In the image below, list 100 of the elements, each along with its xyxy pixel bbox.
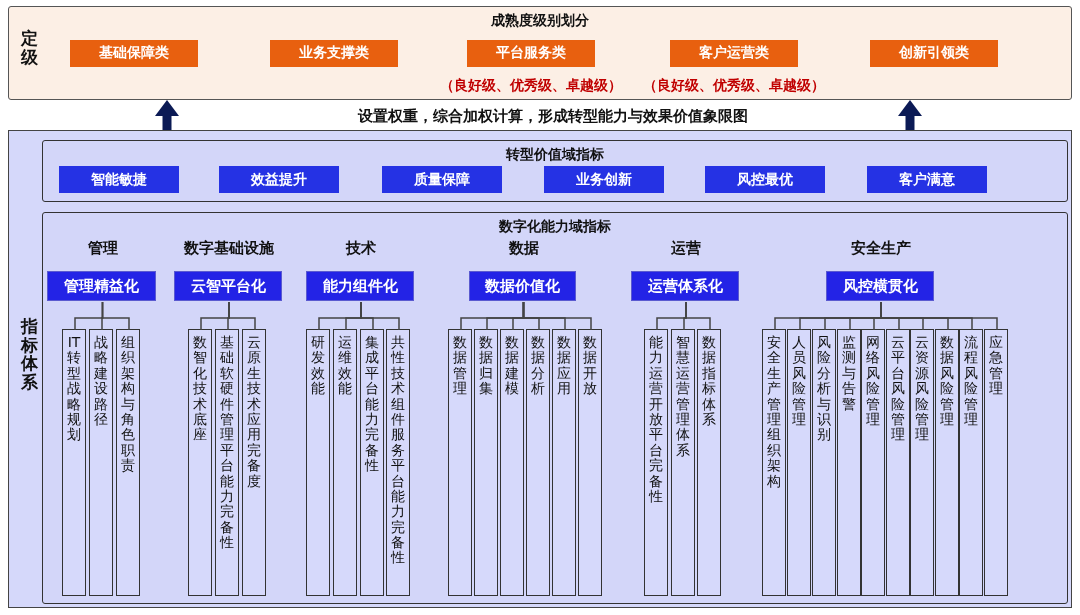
indicator-column [360, 329, 384, 596]
indicator-column [215, 329, 239, 596]
category-heading: 运营 [671, 239, 701, 258]
indicator-text: 网络风险管理 [866, 335, 880, 429]
value-indicator-box: 质量保障 [382, 166, 502, 193]
indicator-text: 流程风险管理 [964, 335, 978, 429]
category-heading: 数字基础设施 [184, 239, 274, 258]
indicator-text: 战略建设路径 [94, 335, 108, 429]
value-domain-panel [41, 139, 1068, 202]
indicator-column [188, 329, 212, 596]
value-indicator-box: 智能敏捷 [59, 166, 179, 193]
indicator-text: 运维效能 [338, 335, 352, 399]
maturity-category-box: 创新引领类 [869, 39, 998, 67]
indicator-column [762, 329, 786, 596]
level-note: （良好级、优秀级、卓越级） [440, 77, 622, 95]
indicator-text: 数据分析 [531, 335, 545, 399]
indicator-column [526, 329, 550, 596]
side-label: 定级 [21, 29, 38, 67]
up-arrow [898, 100, 922, 130]
capability-group-box: 云智平台化 [174, 271, 282, 301]
indicator-text: 人员风险管理 [792, 335, 806, 429]
indicator-text: 安全生产管理组织架构 [767, 335, 781, 491]
indicator-text: 数据建模 [505, 335, 519, 399]
indicator-text: 应急管理 [989, 335, 1003, 399]
capability-group-box: 数据价值化 [469, 271, 576, 301]
indicator-text: 数据管理 [453, 335, 467, 399]
maturity-category-box: 平台服务类 [466, 39, 595, 67]
indicator-column [984, 329, 1008, 596]
indicator-system-panel [8, 130, 1072, 608]
indicator-column [333, 329, 357, 596]
indicator-column [644, 329, 668, 596]
indicator-column [242, 329, 266, 596]
indicator-text: 集成平台能力完备性 [365, 335, 379, 476]
indicator-column [837, 329, 861, 596]
capability-domain-panel [41, 211, 1068, 604]
indicator-text: 数智化技术底座 [193, 335, 207, 445]
indicator-column [861, 329, 885, 596]
maturity-category-box: 客户运营类 [669, 39, 798, 67]
capability-group-box: 风控横贯化 [826, 271, 934, 301]
up-arrow [155, 100, 179, 130]
capability-group-box: 运营体系化 [631, 271, 739, 301]
indicator-text: 共性技术组件服务平台能力完备性 [391, 335, 405, 568]
category-heading: 技术 [346, 239, 376, 258]
indicator-column [910, 329, 934, 596]
capability-group-box: 能力组件化 [306, 271, 414, 301]
indicator-text: 数据指标体系 [702, 335, 716, 429]
value-indicator-box: 效益提升 [219, 166, 339, 193]
value-indicator-box: 业务创新 [544, 166, 664, 193]
indicator-text: 数据应用 [557, 335, 571, 399]
indicator-text: 云平台风险管理 [891, 335, 905, 445]
maturity-category-box: 基础保障类 [69, 39, 198, 67]
indicator-column [671, 329, 695, 596]
indicator-text: 能力运营开放平台完备性 [649, 335, 663, 506]
indicator-column [62, 329, 86, 596]
side-label: 指标体系 [21, 317, 38, 392]
level-note: （良好级、优秀级、卓越级） [643, 77, 825, 95]
indicator-text: 数据归集 [479, 335, 493, 399]
section-heading: 转型价值域指标 [504, 145, 605, 164]
indicator-column [448, 329, 472, 596]
value-indicator-box: 风控最优 [705, 166, 825, 193]
indicator-text: 研发效能 [311, 335, 325, 399]
category-heading: 安全生产 [851, 239, 911, 258]
connector-line [685, 301, 711, 331]
indicator-text: 组织架构与角色职责 [121, 335, 135, 476]
grading-panel [8, 6, 1072, 100]
indicator-column [474, 329, 498, 596]
indicator-column [89, 329, 113, 596]
indicator-text: 监测与告警 [842, 335, 856, 414]
caption-text: 设置权重，综合加权计算，形成转型能力与效果价值象限图 [358, 107, 748, 126]
indicator-column [812, 329, 836, 596]
indicator-text: IT转型战略规划 [67, 335, 81, 445]
indicator-column [578, 329, 602, 596]
section-heading: 数字化能力域指标 [497, 217, 612, 236]
maturity-category-box: 业务支撑类 [269, 39, 398, 67]
indicator-column [306, 329, 330, 596]
indicator-text: 云原生技术应用完备度 [247, 335, 261, 491]
indicator-column [787, 329, 811, 596]
category-heading: 数据 [508, 239, 539, 258]
indicator-text: 风险分析与识别 [817, 335, 831, 445]
connector-line [522, 301, 592, 331]
indicator-text: 数据风险管理 [940, 335, 954, 429]
indicator-column [500, 329, 524, 596]
indicator-column [697, 329, 721, 596]
category-heading: 管理 [87, 239, 118, 258]
connector-line [101, 301, 130, 331]
indicator-text: 数据开放 [583, 335, 597, 399]
connector-line [360, 301, 400, 331]
indicator-column [552, 329, 576, 596]
indicator-text: 智慧运营管理体系 [676, 335, 690, 460]
indicator-column [959, 329, 983, 596]
capability-group-box: 管理精益化 [47, 271, 156, 301]
indicator-column [886, 329, 910, 596]
indicator-text: 云资源风险管理 [915, 335, 929, 445]
section-heading: 成熟度级别划分 [490, 12, 590, 30]
indicator-column [116, 329, 140, 596]
indicator-column [935, 329, 959, 596]
connector-line [228, 301, 256, 331]
indicator-column [386, 329, 410, 596]
value-indicator-box: 客户满意 [867, 166, 987, 193]
indicator-text: 基础软硬件管理平台能力完备性 [220, 335, 234, 553]
